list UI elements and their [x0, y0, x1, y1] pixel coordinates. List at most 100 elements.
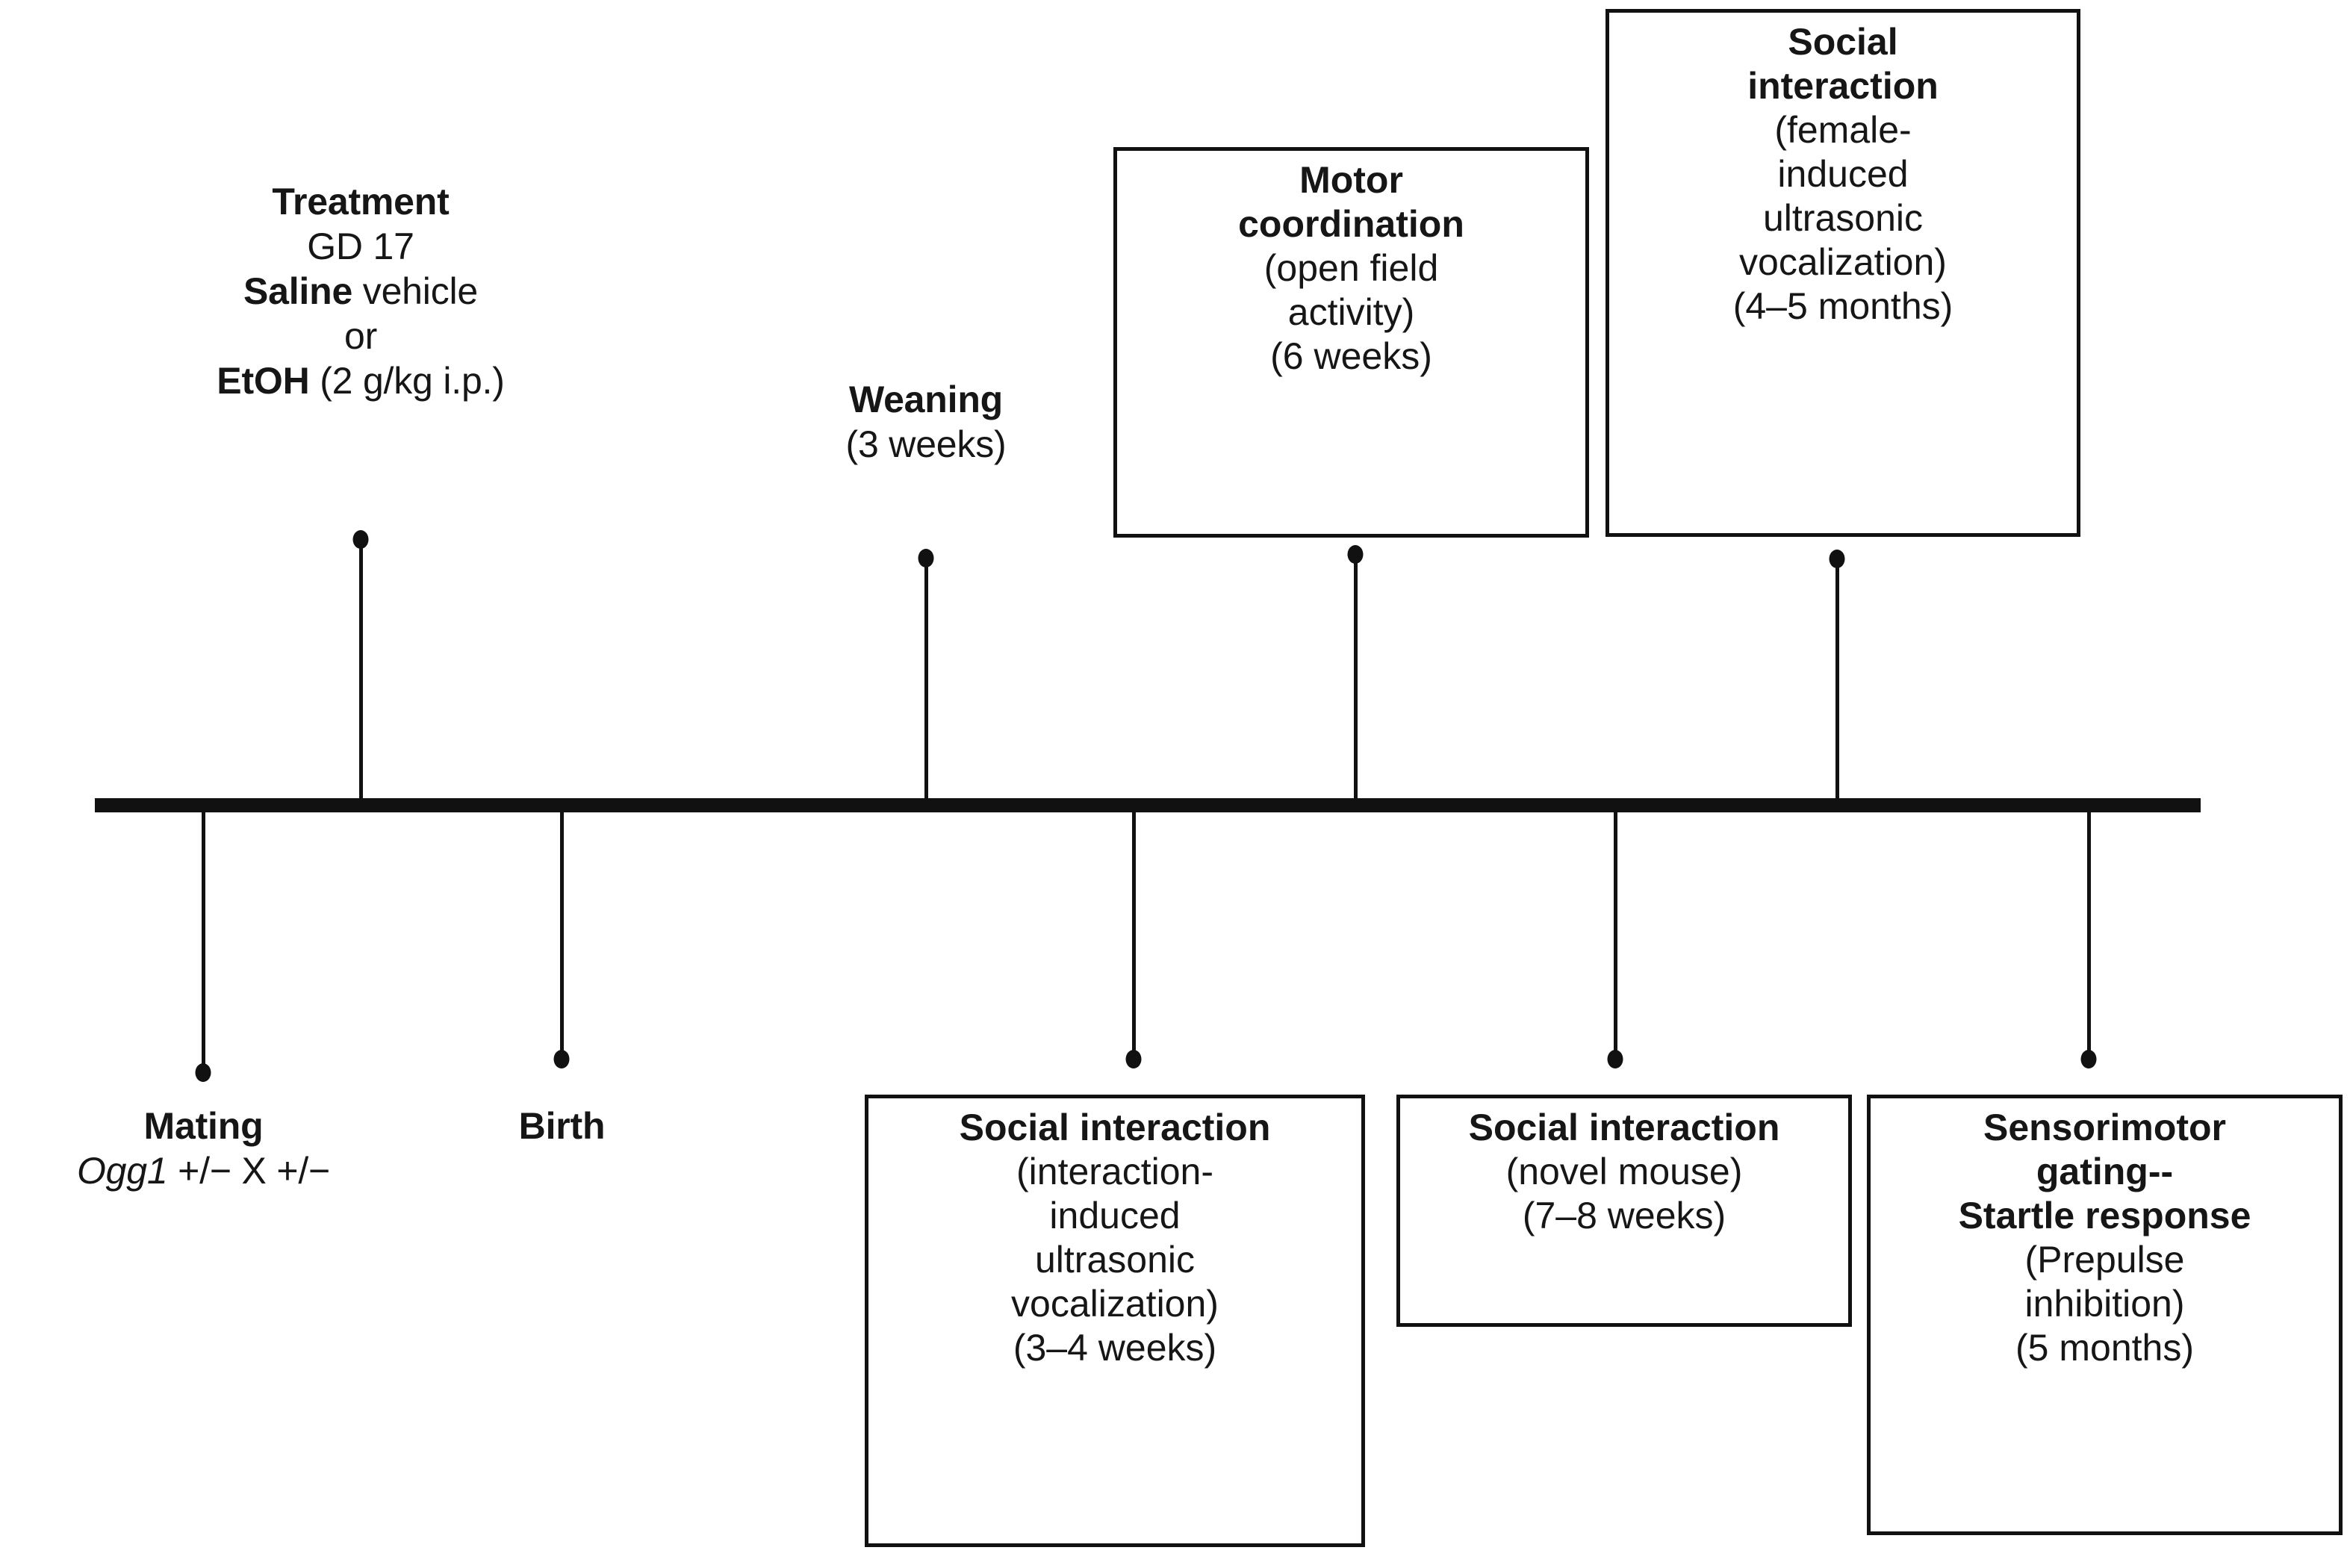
text-line: (3–4 weeks): [1013, 1326, 1216, 1370]
stem-social-interaction-female-induced: [1835, 559, 1839, 801]
dot-birth: [553, 1050, 570, 1068]
text-line: Mating: [7, 1104, 400, 1148]
text-line: Ogg1 +/− X +/−: [7, 1148, 400, 1193]
text-line: coordination: [1238, 202, 1464, 246]
text-line: Social interaction: [1469, 1106, 1780, 1150]
text-run: (female-: [1774, 109, 1912, 151]
text-run: (6 weeks): [1270, 335, 1432, 377]
dot-mating: [195, 1063, 211, 1082]
text-line: (7–8 weeks): [1523, 1194, 1726, 1238]
text-line: EtOH (2 g/kg i.p.): [97, 358, 624, 403]
timeline-axis: [95, 798, 2201, 812]
text-line: Treatment: [97, 179, 624, 224]
text-run: induced: [1777, 153, 1909, 195]
text-line: ultrasonic: [1035, 1238, 1195, 1282]
text-line: induced: [1777, 152, 1908, 196]
text-line: (novel mouse): [1506, 1150, 1743, 1194]
text-run: (3–4 weeks): [1013, 1327, 1217, 1369]
text-run: ultrasonic: [1035, 1239, 1195, 1281]
text-line: Startle response: [1959, 1194, 2251, 1238]
text-line: Motor: [1299, 158, 1403, 202]
text-run: Sensorimotor: [1983, 1107, 2227, 1148]
text-run: (Prepulse: [2024, 1239, 2185, 1281]
dot-social-interaction-novel-mouse: [1607, 1050, 1623, 1068]
text-run: (novel mouse): [1505, 1151, 1743, 1192]
dot-treatment: [352, 530, 369, 549]
text-line: Social: [1788, 20, 1897, 64]
stem-weaning: [924, 556, 928, 801]
stem-treatment: [359, 540, 363, 801]
text-run: inhibition): [2024, 1283, 2185, 1325]
text-line: (Prepulse: [2025, 1238, 2185, 1282]
text-line: inhibition): [2024, 1282, 2184, 1326]
text-run: (interaction-: [1016, 1151, 1213, 1192]
text-line: (4–5 months): [1733, 284, 1953, 329]
text-line: (5 months): [2015, 1326, 2194, 1370]
stem-birth: [560, 811, 564, 1057]
text-run: Motor: [1299, 159, 1403, 201]
label-birth: Birth: [418, 1104, 706, 1148]
text-run: EtOH: [217, 360, 310, 402]
text-run: (5 months): [2015, 1327, 2194, 1369]
text-line: or: [97, 314, 624, 358]
text-line: Weaning: [747, 377, 1105, 422]
text-run: vocalization): [1739, 241, 1947, 283]
dot-weaning: [918, 549, 934, 567]
dot-sensorimotor-gating: [2080, 1050, 2097, 1068]
text-run: or: [344, 315, 378, 357]
text-line: interaction: [1747, 64, 1939, 108]
dot-social-interaction-interaction-induced: [1125, 1050, 1142, 1068]
text-line: gating--: [2036, 1150, 2173, 1194]
label-weaning: Weaning(3 weeks): [747, 377, 1105, 467]
stem-social-interaction-interaction-induced: [1132, 811, 1136, 1057]
text-run: (7–8 weeks): [1522, 1195, 1726, 1236]
text-run: (open field: [1263, 247, 1439, 289]
text-run: vocalization): [1011, 1283, 1219, 1325]
text-run: activity): [1287, 291, 1415, 333]
box-social-interaction-novel-mouse: Social interaction(novel mouse)(7–8 week…: [1396, 1095, 1852, 1327]
text-line: activity): [1288, 290, 1414, 335]
text-run: Saline: [243, 270, 353, 312]
text-run: Social interaction: [959, 1107, 1271, 1148]
text-line: Social interaction: [960, 1106, 1271, 1150]
text-run: (3 weeks): [845, 423, 1007, 465]
text-line: ultrasonic: [1763, 196, 1923, 240]
text-line: (6 weeks): [1270, 335, 1432, 379]
text-line: (open field: [1264, 246, 1439, 290]
dot-motor-coordination: [1347, 545, 1364, 564]
text-run: Mating: [143, 1105, 264, 1147]
text-run: gating--: [2036, 1151, 2174, 1192]
text-run: Treatment: [272, 181, 450, 223]
text-run: Social interaction: [1468, 1107, 1780, 1148]
text-line: (interaction-: [1016, 1150, 1213, 1194]
text-run: GD 17: [307, 225, 414, 267]
stem-sensorimotor-gating: [2087, 811, 2091, 1057]
text-run: coordination: [1238, 203, 1464, 245]
text-run: Weaning: [848, 379, 1004, 420]
text-run: Startle response: [1958, 1195, 2251, 1236]
text-line: vocalization): [1739, 240, 1947, 284]
stem-social-interaction-novel-mouse: [1614, 811, 1617, 1057]
text-line: Saline vehicle: [97, 269, 624, 314]
text-line: GD 17: [97, 224, 624, 269]
text-run: induced: [1049, 1195, 1181, 1236]
text-run: (4–5 months): [1732, 285, 1953, 327]
text-line: Birth: [418, 1104, 706, 1148]
text-run: vehicle: [352, 270, 479, 312]
text-run: Social: [1788, 21, 1898, 63]
text-line: (3 weeks): [747, 422, 1105, 467]
text-run: Birth: [518, 1105, 606, 1147]
text-line: (female-: [1774, 108, 1911, 152]
text-run: Ogg1: [76, 1150, 168, 1192]
text-run: (2 g/kg i.p.): [309, 360, 505, 402]
text-line: induced: [1049, 1194, 1180, 1238]
text-run: +/− X +/−: [167, 1150, 331, 1192]
text-run: ultrasonic: [1763, 197, 1923, 239]
stem-mating: [202, 811, 205, 1071]
